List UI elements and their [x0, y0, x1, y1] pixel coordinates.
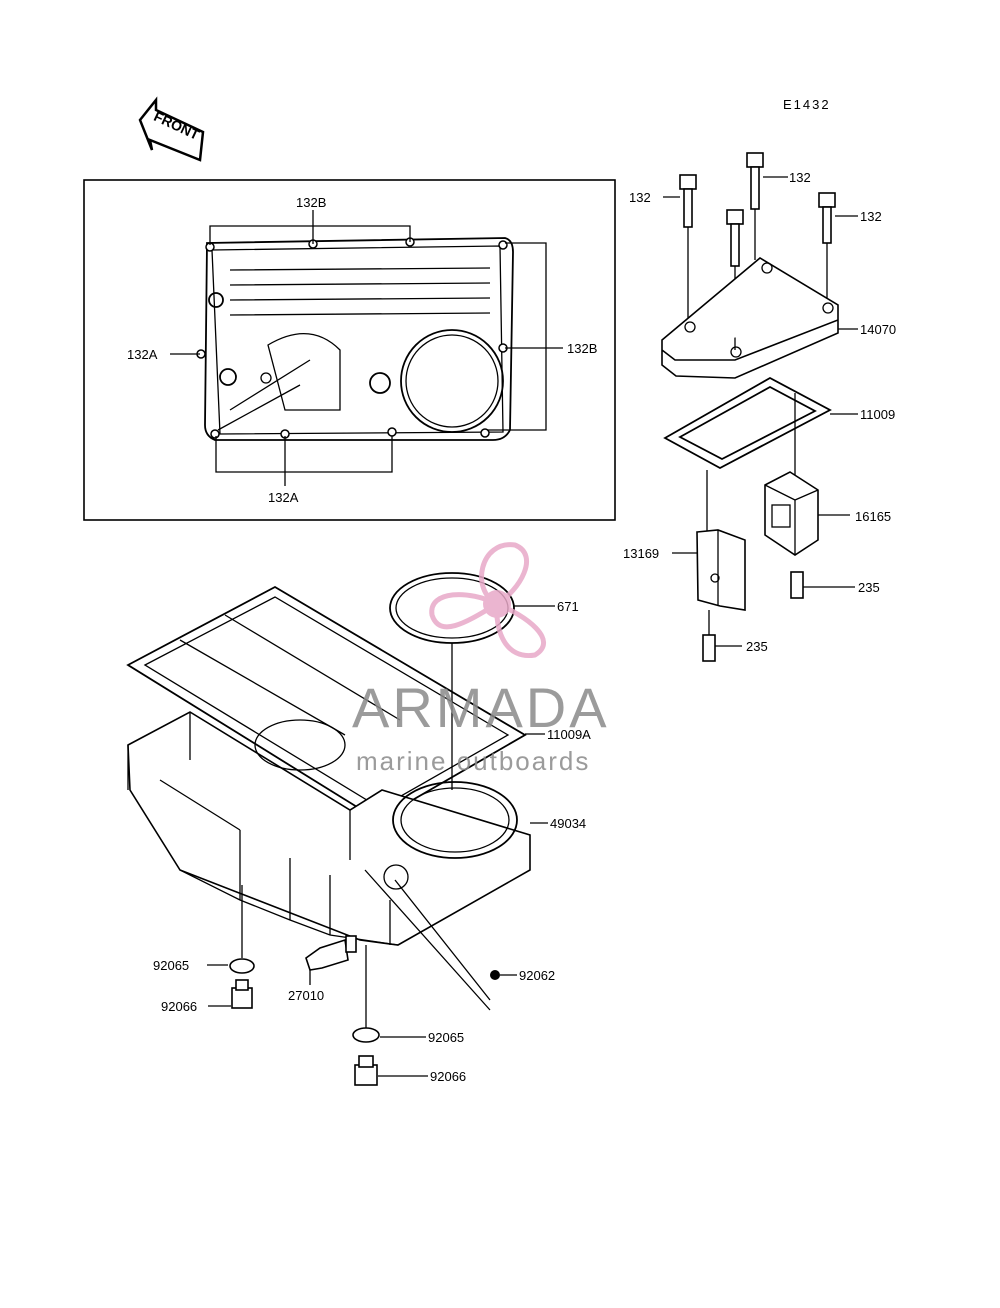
- label-13169: 13169: [623, 546, 659, 561]
- bolt-132-a-part: [679, 174, 697, 228]
- bolt-132-c-part: [726, 209, 744, 267]
- inset-label-left-132a: 132A: [127, 347, 158, 362]
- label-235-b: 235: [746, 639, 768, 654]
- label-132-a: 132: [629, 190, 651, 205]
- watermark-tagline: marine outboards: [356, 746, 590, 776]
- gasket-11009a-part: [126, 585, 527, 822]
- gasket-11009-part: [663, 376, 832, 470]
- watermark-brand: ARMADA: [352, 676, 610, 739]
- front-arrow-icon: FRONT: [138, 96, 205, 162]
- label-11009a: 11009A: [547, 727, 591, 742]
- plug-92066-b-part: [354, 1055, 378, 1086]
- inset-label-right-132b: 132B: [567, 341, 597, 356]
- inset-label-top-132b: 132B: [296, 195, 326, 210]
- label-49034: 49034: [550, 816, 586, 831]
- label-132-c: 132: [860, 209, 882, 224]
- inset-leaders: [170, 210, 563, 486]
- washer-92065-b-part: [352, 1027, 380, 1043]
- bolt-132-b-part: [746, 152, 764, 210]
- label-92065-a: 92065: [153, 958, 189, 973]
- bolt-132-d-part: [818, 192, 836, 244]
- screw-235-a-part: [790, 571, 804, 599]
- oil-pressure-switch-27010-part: [305, 935, 357, 971]
- diagram-code: E1432: [783, 97, 831, 112]
- oil-pan-49034-part: [127, 711, 531, 946]
- armada-watermark: ARMADA marine outboards: [352, 542, 610, 776]
- label-671: 671: [557, 599, 579, 614]
- label-132-b: 132: [789, 170, 811, 185]
- bracket-13169-part: [696, 529, 746, 611]
- screw-235-b-part: [702, 634, 716, 662]
- label-92066-a: 92066: [161, 999, 197, 1014]
- label-14070: 14070: [860, 322, 896, 337]
- label-235-a: 235: [858, 580, 880, 595]
- inset-label-bottom-132a: 132A: [268, 490, 299, 505]
- reed-valve-16165-part: [764, 471, 819, 556]
- armada-logo-icon: [429, 542, 546, 658]
- label-11009: 11009: [860, 407, 895, 422]
- washer-92065-a-part: [229, 958, 255, 974]
- plug-92066-a-part: [231, 979, 253, 1009]
- label-92066-b: 92066: [430, 1069, 466, 1084]
- inset-frame: [83, 179, 616, 521]
- label-92062: 92062: [519, 968, 555, 983]
- label-16165: 16165: [855, 509, 891, 524]
- label-92065-b: 92065: [428, 1030, 464, 1045]
- label-27010: 27010: [288, 988, 324, 1003]
- inset-oil-pan-bottom-view: [196, 237, 514, 441]
- breather-cover-14070-part: [661, 257, 839, 379]
- pin-92062-part: [490, 970, 500, 980]
